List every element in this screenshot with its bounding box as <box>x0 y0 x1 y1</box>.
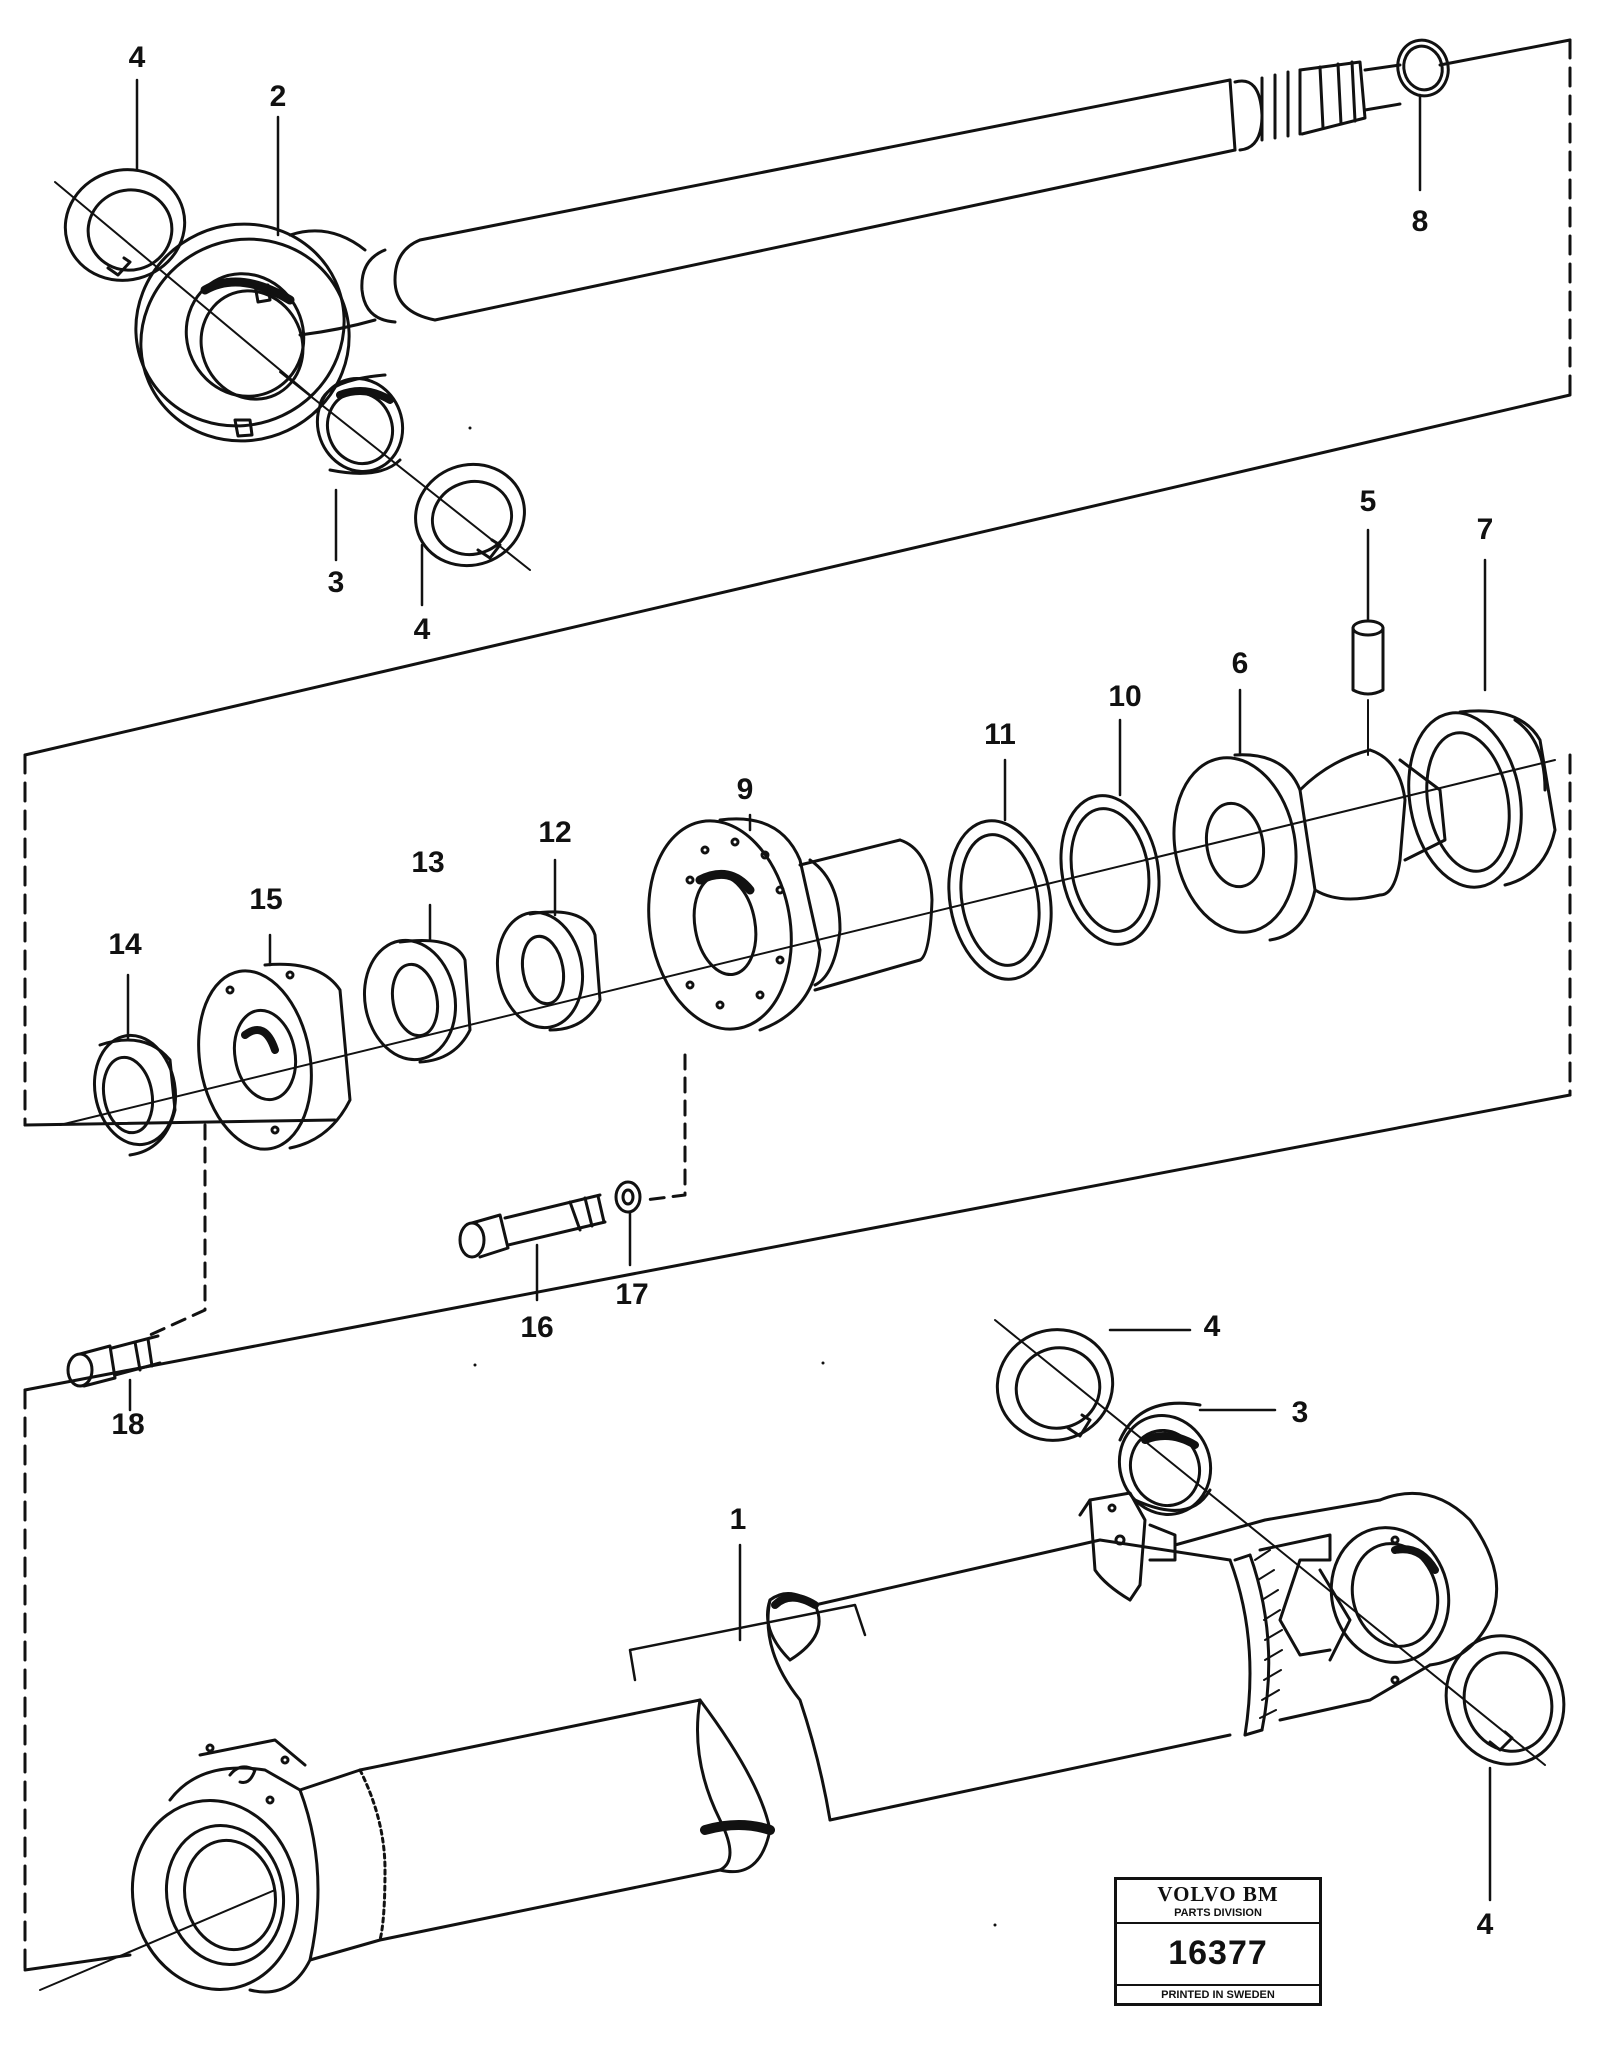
parts-division-stamp: VOLVO BM PARTS DIVISION 16377 PRINTED IN… <box>1114 1877 1322 2006</box>
callout-9: 9 <box>736 773 754 806</box>
callout-2: 2 <box>269 80 287 113</box>
seal-13 <box>362 938 472 1064</box>
bushing-bottom <box>1117 1401 1213 1516</box>
leader-lines <box>126 78 1492 1902</box>
specks <box>468 426 997 1927</box>
callout-13: 13 <box>411 846 445 879</box>
retaining-ring-top-left <box>63 168 187 282</box>
ring-11 <box>947 819 1053 981</box>
callout-3-bottom: 3 <box>1291 1396 1309 1429</box>
screw-18 <box>66 1334 162 1388</box>
callout-15: 15 <box>249 883 283 916</box>
callout-6: 6 <box>1231 647 1249 680</box>
stamp-printed: PRINTED IN SWEDEN <box>1117 1984 1319 2003</box>
pin-5 <box>1351 619 1385 756</box>
retaining-ring-top-mid <box>414 462 526 568</box>
rod-eye-axis <box>54 181 311 396</box>
washer-17 <box>614 1180 642 1214</box>
callout-18: 18 <box>111 1408 145 1441</box>
callout-8: 8 <box>1411 205 1429 238</box>
stamp-brand: VOLVO BM <box>1157 1882 1279 1906</box>
piston-rod <box>288 60 1402 337</box>
callout-14: 14 <box>108 928 142 961</box>
retaining-ring-bottom-top <box>995 1328 1115 1442</box>
callout-17: 17 <box>615 1278 649 1311</box>
ring-10 <box>1059 794 1161 946</box>
gland-15 <box>197 962 352 1151</box>
callout-3-top: 3 <box>327 566 345 599</box>
cylinder-head-9 <box>647 817 934 1032</box>
callout-1: 1 <box>729 1503 747 1536</box>
retaining-ring-bottom-right <box>1444 1634 1566 1766</box>
screw-16 <box>458 1193 607 1259</box>
seal-12 <box>495 910 602 1032</box>
cylinder-tube <box>130 1491 1499 1994</box>
tube-axis <box>39 1889 276 1991</box>
callout-11: 11 <box>984 718 1016 751</box>
snap-ring-8 <box>1396 38 1450 98</box>
callout-5: 5 <box>1359 485 1377 518</box>
callout-4-top-left: 4 <box>128 41 146 74</box>
piston-seal-7 <box>1407 709 1557 889</box>
callout-12: 12 <box>538 816 572 849</box>
eye-axis-lower <box>994 1319 1546 1766</box>
piston-6 <box>1172 748 1447 942</box>
wiper-14 <box>92 1033 178 1157</box>
stamp-number: 16377 <box>1168 1934 1268 1972</box>
callout-7: 7 <box>1476 513 1494 546</box>
callout-10: 10 <box>1108 680 1142 713</box>
rod-eye <box>134 222 351 443</box>
piston-assembly-axis <box>59 759 1556 1126</box>
callout-16: 16 <box>520 1311 554 1344</box>
callout-4-bottom: 4 <box>1476 1908 1494 1941</box>
assembly-boundary-lines <box>23 38 1572 1972</box>
bushing-top-axis <box>279 371 531 571</box>
stamp-division: PARTS DIVISION <box>1117 1907 1319 1924</box>
callout-4-bottom-top: 4 <box>1203 1310 1221 1343</box>
callout-4-top-mid: 4 <box>413 613 431 646</box>
